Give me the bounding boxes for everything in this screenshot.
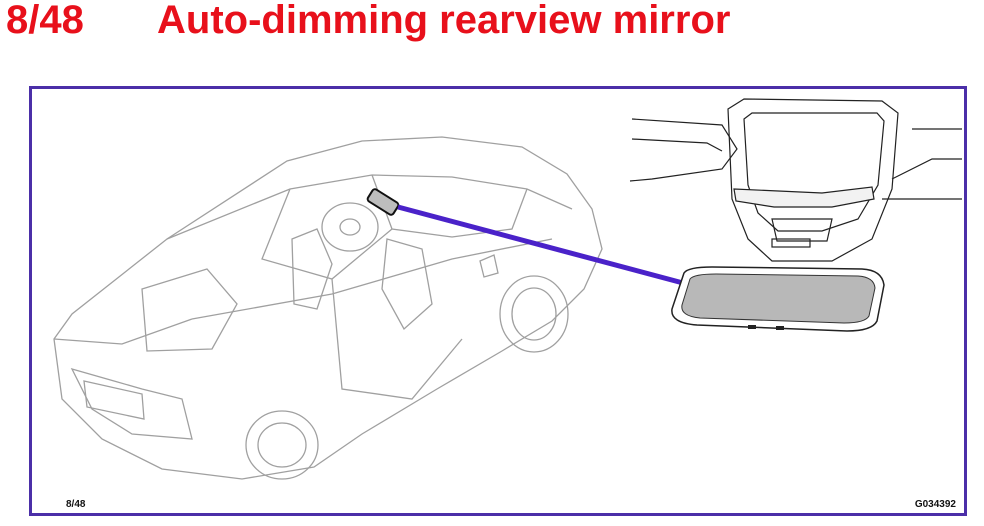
headliner-left [629,118,738,182]
steering-wheel [321,202,379,252]
mirror-illustration [53,98,962,480]
rearview-mirror-zoom [671,266,885,332]
car-side-window [261,188,393,280]
car-beltline [191,238,553,320]
rear-wheel [245,410,319,480]
console-mount [771,218,833,242]
car-trunk [53,318,193,345]
pointer-line [397,204,729,298]
light-sensor [748,325,756,329]
figure-frame: 8/48 G034392 [29,86,967,516]
console-inner [743,112,885,232]
steering-wheel-hub [339,218,361,236]
headliner-right-2 [891,158,962,180]
light-sensor-2 [776,326,784,330]
car-body-outline [53,136,603,480]
mirror-stem [771,238,811,248]
front-seat-2 [381,238,433,331]
car-door-line [331,278,463,400]
console-buttons [733,186,875,208]
mirror-in-car-highlight [366,188,400,216]
rear-seat [141,268,238,352]
front-seat [291,228,333,310]
figure-page-label: 8/48 [66,499,86,510]
license-plate [83,380,145,420]
page-title: Auto-dimming rearview mirror [157,0,731,42]
side-mirror [479,254,499,278]
car-drawing [53,136,603,480]
figure-code-label: G034392 [914,499,956,510]
car-rear-bumper [70,367,193,440]
front-wheel [499,275,569,353]
page-number: 8/48 [6,0,84,42]
page-header: 8/48 Auto-dimming rearview mirror [0,0,984,60]
console-outer [727,98,899,262]
rear-wheel-rim [257,422,307,468]
front-wheel-rim [511,287,557,341]
overhead-console-drawing [629,98,962,262]
car-roof-line [166,174,573,240]
mirror-glass [681,273,876,324]
headliner-left-2 [631,138,723,152]
